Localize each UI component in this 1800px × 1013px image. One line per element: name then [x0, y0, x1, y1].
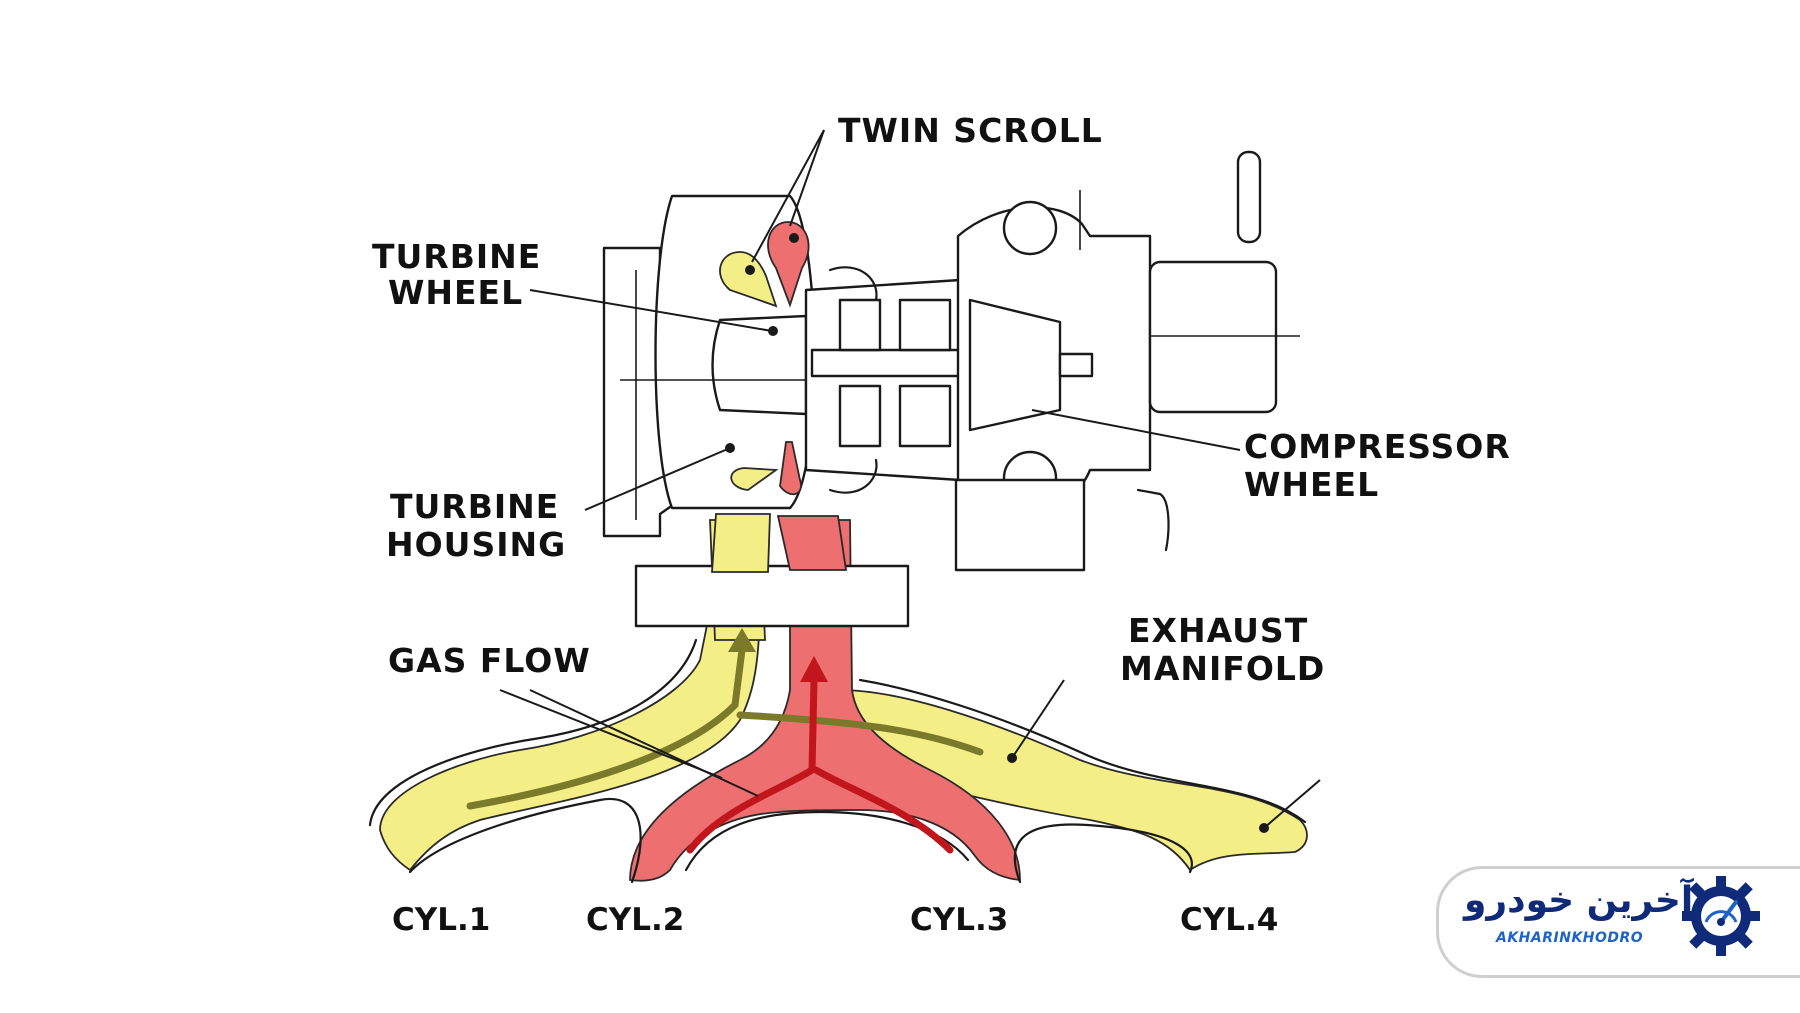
label-cyl-1: CYL.1 [392, 902, 490, 938]
label-exhaust-manifold-line1: EXHAUST [1128, 611, 1308, 650]
turbine-housing [602, 194, 1180, 573]
label-turbine-wheel-line2: WHEEL [388, 273, 523, 312]
logo-persian-text: آخرین خودرو [1464, 880, 1694, 921]
label-turbine-housing-line1: TURBINE [390, 487, 559, 526]
turbine-wheel [711, 314, 808, 416]
gas-flow-arrows [466, 628, 984, 854]
logo-latin-text: AKHARINKHODRO [1496, 930, 1644, 946]
twin-scroll-cool-upper [719, 251, 778, 308]
label-turbine-housing-line2: HOUSING [386, 525, 566, 564]
manifold-flange [634, 564, 910, 628]
hot-passage [776, 515, 848, 571]
label-compressor-wheel-line1: COMPRESSOR [1244, 427, 1511, 466]
wastegate-actuator [1148, 260, 1278, 414]
label-cyl-3: CYL.3 [910, 902, 1008, 938]
gear-speedometer-icon [1682, 876, 1760, 956]
manifold-runner-cyl4 [838, 689, 1308, 872]
label-turbine-wheel-line1: TURBINE [372, 237, 541, 276]
compressor-wheel [968, 298, 1062, 432]
label-twin-scroll: TWIN SCROLL [838, 111, 1103, 150]
hot-flow-arrow-cyl2 [686, 676, 818, 854]
twin-scroll-hot-lower [779, 441, 802, 496]
label-exhaust-manifold-line2: MANIFOLD [1120, 649, 1325, 688]
label-cyl-4: CYL.4 [1180, 902, 1278, 938]
label-compressor-wheel-line2: WHEEL [1244, 465, 1379, 504]
twin-scroll-cool-lower [730, 467, 779, 491]
hot-flow-arrow-cyl3 [812, 766, 954, 854]
cool-flow-arrow-cyl1 [466, 646, 746, 810]
leader-lines [499, 129, 1321, 833]
twin-scroll-hot-upper [767, 221, 810, 308]
label-cyl-2: CYL.2 [586, 902, 684, 938]
exhaust-manifold [368, 519, 1308, 884]
compressor-housing [954, 150, 1300, 572]
label-gas-flow: GAS FLOW [388, 641, 591, 680]
cool-passage-upper [711, 513, 771, 573]
manifold-runner-cyl1 [379, 559, 761, 872]
cool-flow-arrow-cyl4 [736, 711, 984, 756]
